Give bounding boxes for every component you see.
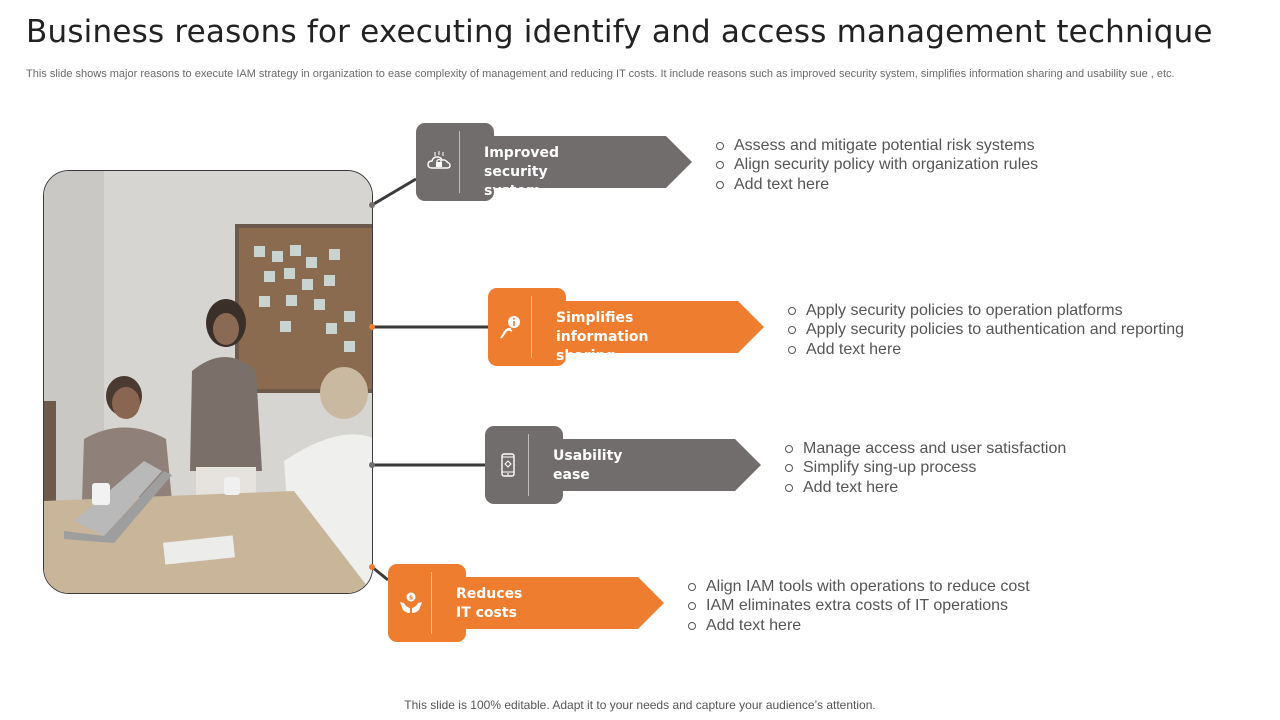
connector-1 <box>371 177 417 207</box>
reason-label: Simplifies information sharing <box>556 309 649 366</box>
svg-text:$: $ <box>409 595 413 602</box>
reason-bullets-3: Manage access and user satisfaction Simp… <box>785 439 1066 497</box>
reason-label-line2: information sharing <box>556 329 649 364</box>
reason-banner <box>550 301 764 353</box>
reason-label: Usability ease <box>553 447 622 485</box>
reason-label-line1: Simplifies <box>556 310 634 326</box>
hands-coin-icon: $ <box>400 592 422 613</box>
icon-divider <box>531 296 532 358</box>
list-item: Add text here <box>688 616 1030 635</box>
icon-divider <box>459 131 460 193</box>
reason-bullets-2: Apply security policies to operation pla… <box>788 301 1184 359</box>
reason-icon-tab <box>416 123 494 201</box>
reason-banner <box>547 439 761 491</box>
reason-label-line1: Improved <box>484 145 559 161</box>
list-item: Apply security policies to authenticatio… <box>788 320 1184 339</box>
smartphone-icon <box>501 453 515 477</box>
cloud-lock-icon <box>427 151 451 169</box>
icon-divider <box>528 434 529 496</box>
connector-4 <box>371 565 389 582</box>
reason-label-line1: Usability <box>553 448 623 464</box>
list-item: Add text here <box>716 175 1038 194</box>
list-item: Add text here <box>785 478 1066 497</box>
slide-title: Business reasons for executing identify … <box>26 14 1213 50</box>
slide-footer: This slide is 100% editable. Adapt it to… <box>404 698 876 712</box>
meeting-photo <box>43 170 373 594</box>
reason-label-line2: security system <box>484 164 548 199</box>
meeting-photo-illustration <box>44 171 372 593</box>
reason-label-line1: Reduces <box>456 586 523 602</box>
list-item: Manage access and user satisfaction <box>785 439 1066 458</box>
list-item: Align security policy with organization … <box>716 155 1038 174</box>
reason-bullets-1: Assess and mitigate potential risk syste… <box>716 136 1038 194</box>
list-item: Align IAM tools with operations to reduc… <box>688 577 1030 596</box>
reason-label-line2: ease <box>553 467 590 483</box>
reason-banner <box>478 136 692 188</box>
reason-icon-tab <box>485 426 563 504</box>
reason-banner <box>450 577 664 629</box>
list-item: Assess and mitigate potential risk syste… <box>716 136 1038 155</box>
list-item: Add text here <box>788 340 1184 359</box>
icon-divider <box>431 572 432 634</box>
reason-bullets-4: Align IAM tools with operations to reduc… <box>688 577 1030 635</box>
reason-icon-tab <box>488 288 566 366</box>
reason-label: Reduces IT costs <box>456 585 522 623</box>
info-hand-icon <box>500 316 520 339</box>
list-item: Apply security policies to operation pla… <box>788 301 1184 320</box>
reason-label: Improved security system <box>484 144 559 201</box>
reason-label-line2: IT costs <box>456 605 517 621</box>
reason-icon-tab: $ <box>388 564 466 642</box>
list-item: IAM eliminates extra costs of IT operati… <box>688 596 1030 615</box>
slide-subtitle: This slide shows major reasons to execut… <box>26 68 1175 80</box>
list-item: Simplify sing-up process <box>785 458 1066 477</box>
